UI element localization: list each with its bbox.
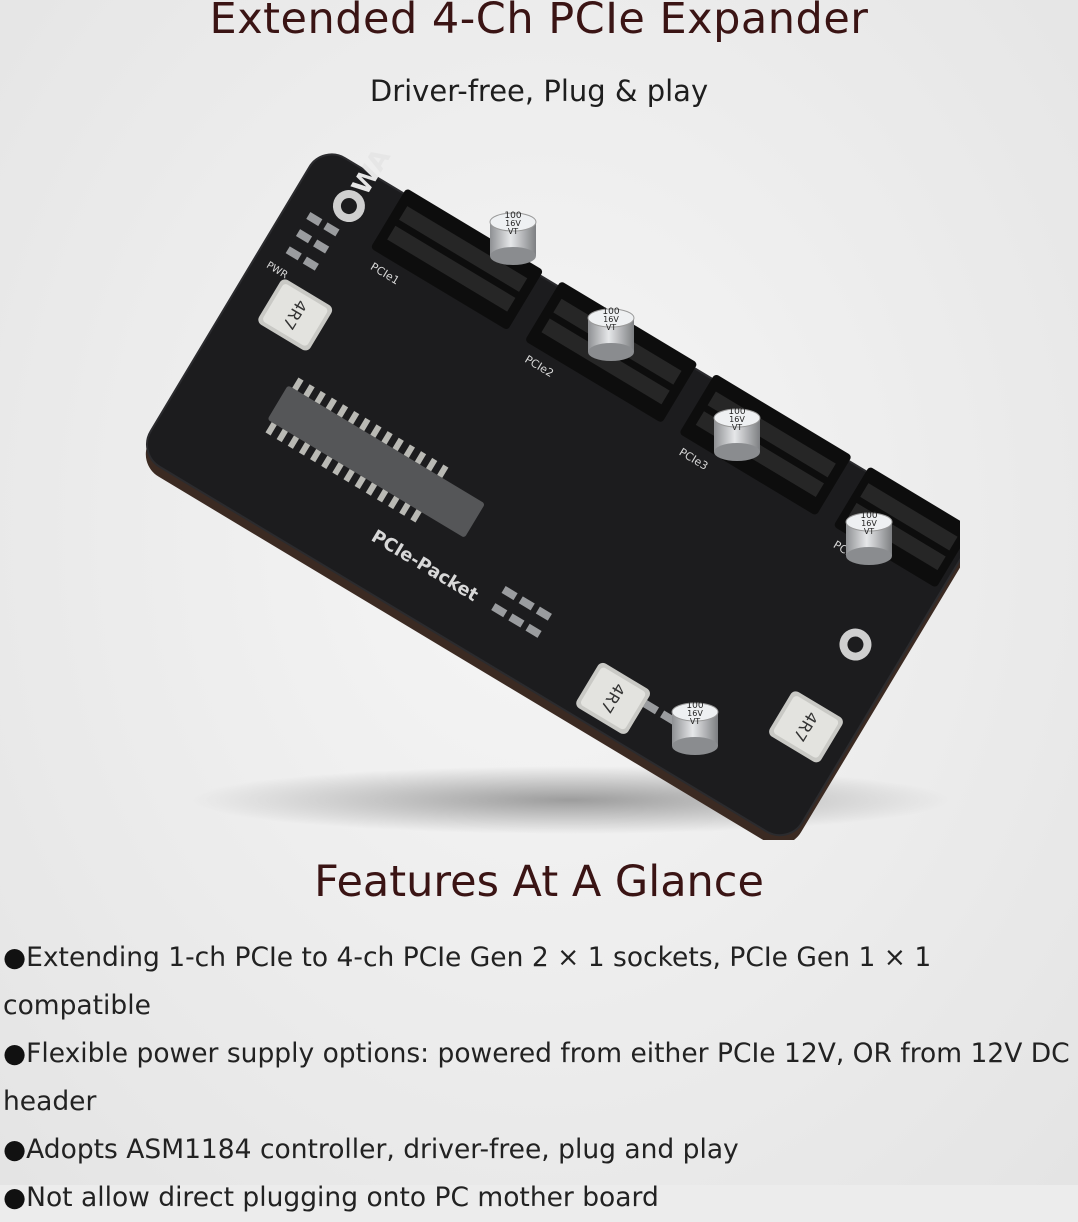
capacitor-4-series: VT [864,527,874,536]
capacitor-3: 100 16V VT [713,407,761,461]
feature-item: ●Not allow direct plugging onto PC mothe… [3,1174,1075,1222]
pcie-expander-board-image: 4R7 4R7 4R7 [145,144,960,840]
capacitor-1: 100 16V VT [489,211,537,265]
inductor-2: 4R7 [576,662,650,734]
feature-item: ●Flexible power supply options: powered … [3,1030,1075,1126]
capacitor-4-value: 100 [860,511,877,521]
board-shadow [190,766,950,834]
capacitor-1-voltage: 16V [505,219,521,228]
capacitor-3-value: 100 [728,407,745,417]
capacitor-3-voltage: 16V [729,415,745,424]
feature-text: Extending 1-ch PCIe to 4-ch PCIe Gen 2 ×… [3,942,932,1021]
mounting-hole-2 [839,628,872,661]
capacitor-4: 100 16V VT [845,511,893,565]
capacitor-1-series: VT [508,227,518,236]
capacitor-2: 100 16V VT [587,307,635,361]
features-title: Features At A Glance [314,857,764,907]
capacitor-5: 100 16V VT [671,701,719,755]
feature-text: Not allow direct plugging onto PC mother… [26,1182,659,1213]
features-list: ●Extending 1-ch PCIe to 4-ch PCIe Gen 2 … [3,934,1075,1222]
inductor-3: 4R7 [769,691,843,763]
capacitor-5-voltage: 16V [687,709,703,718]
inductor-1: 4R7 [258,279,333,351]
bullet-icon: ● [3,1038,27,1069]
bullet-icon: ● [3,1134,27,1165]
capacitor-3-series: VT [732,423,742,432]
controller-chip [265,377,484,537]
capacitor-2-value: 100 [602,307,619,317]
bullet-icon: ● [3,1182,27,1213]
capacitor-1-value: 100 [504,211,521,221]
bullet-icon: ● [3,942,27,973]
capacitor-2-series: VT [606,323,616,332]
pcie-slot-1: PCIe1 [368,189,543,329]
feature-text: Flexible power supply options: powered f… [3,1038,1070,1117]
capacitor-4-voltage: 16V [861,519,877,528]
pcb: 4R7 4R7 4R7 [145,144,960,840]
page-title: Extended 4-Ch PCIe Expander [209,0,869,44]
mounting-hole-1 [332,190,365,223]
capacitor-5-series: VT [690,717,700,726]
capacitor-5-value: 100 [686,701,703,711]
feature-text: Adopts ASM1184 controller, driver-free, … [26,1134,739,1165]
capacitor-2-voltage: 16V [603,315,619,324]
page-subtitle: Driver-free, Plug & play [369,74,709,108]
feature-item: ●Extending 1-ch PCIe to 4-ch PCIe Gen 2 … [3,934,1075,1030]
feature-item: ●Adopts ASM1184 controller, driver-free,… [3,1126,1075,1174]
